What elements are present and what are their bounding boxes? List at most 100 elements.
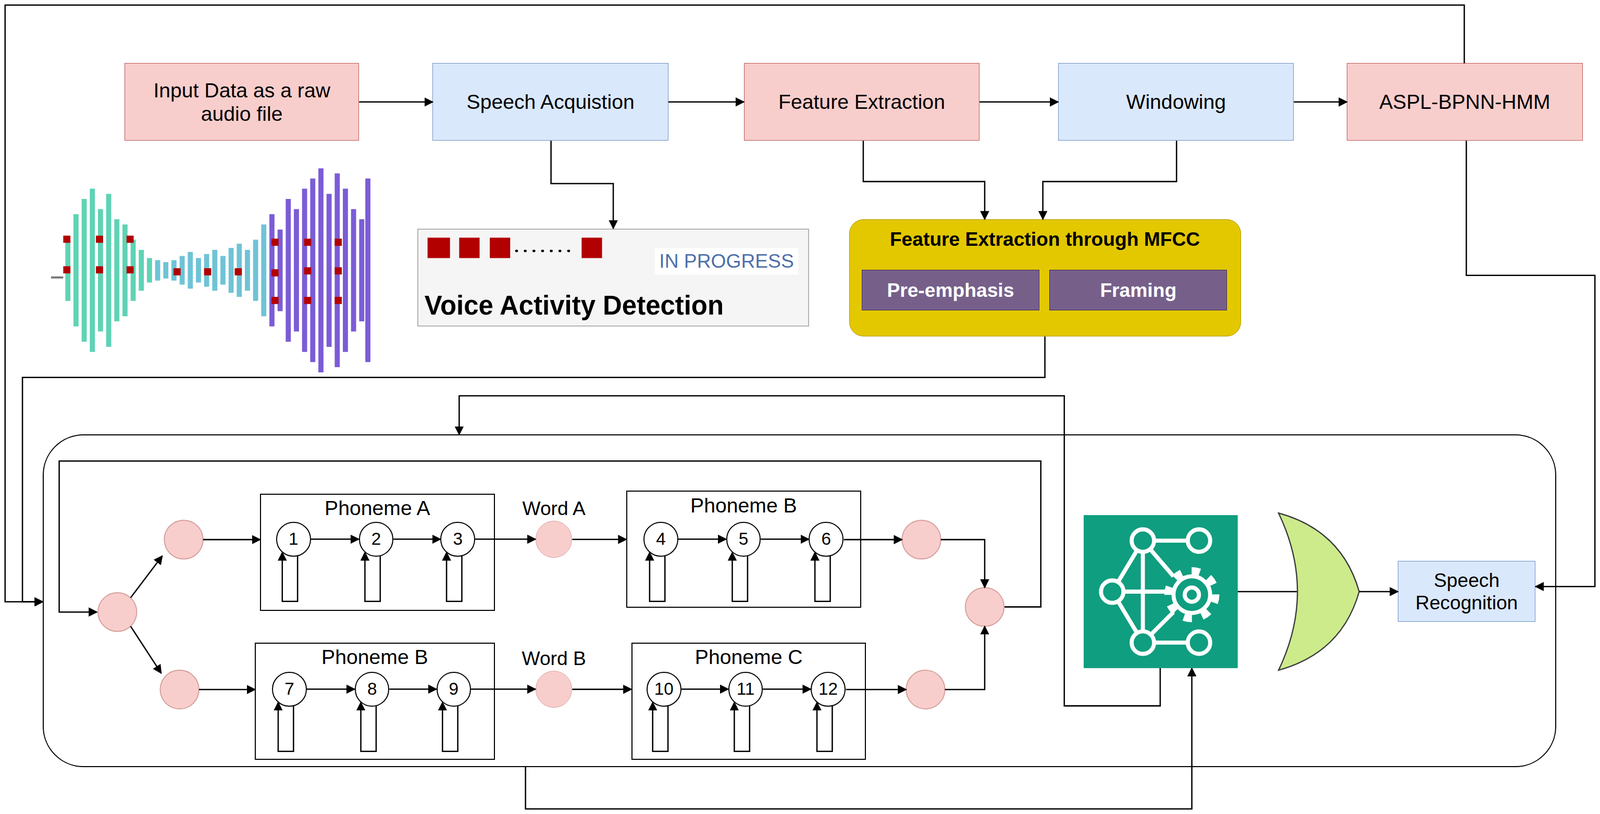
node-label: Speech Recognition bbox=[1404, 569, 1530, 615]
process-box: Speech Acquistion bbox=[432, 63, 668, 141]
junction-circle bbox=[159, 670, 199, 710]
status-panel: IN PROGRESSVoice Activity Detection bbox=[417, 228, 810, 327]
flow-arrow bbox=[389, 688, 437, 691]
state-circle: 5 bbox=[726, 522, 762, 557]
flow-arrow bbox=[734, 702, 750, 752]
state-circle: 2 bbox=[358, 522, 394, 557]
neural-net-unit bbox=[1131, 529, 1155, 553]
progress-block bbox=[489, 237, 511, 258]
node-label: Phoneme A bbox=[324, 496, 430, 520]
junction-circle bbox=[164, 520, 203, 560]
branch-wire bbox=[130, 555, 163, 598]
phoneme-box: Phoneme B789 bbox=[254, 642, 495, 761]
state-circle: 7 bbox=[271, 672, 307, 708]
waveform-bars bbox=[65, 188, 152, 352]
waveform-bars bbox=[155, 224, 267, 317]
waveform-bars bbox=[269, 168, 371, 373]
neural-net-unit bbox=[1187, 631, 1211, 654]
branch-wire bbox=[199, 689, 256, 691]
gear-body bbox=[1173, 576, 1211, 614]
state-circle: 11 bbox=[728, 672, 764, 708]
flow-arrow bbox=[22, 336, 1045, 602]
neural-net-unit bbox=[1131, 631, 1155, 654]
node-label: 9 bbox=[449, 679, 460, 700]
flow-arrow bbox=[1043, 140, 1177, 220]
gear-teeth bbox=[1168, 571, 1216, 619]
waveform-markers bbox=[63, 235, 342, 304]
flow-arrow bbox=[311, 538, 359, 541]
flow-arrow bbox=[278, 702, 294, 752]
feature-group: Feature Extraction through MFCC Pre-empha… bbox=[849, 219, 1242, 337]
merge-wire bbox=[940, 539, 985, 588]
step-box: Pre-emphasis bbox=[861, 269, 1040, 311]
flow-arrow bbox=[652, 702, 668, 752]
progress-block bbox=[427, 237, 451, 258]
process-box: Windowing bbox=[1058, 63, 1294, 141]
step-box: Framing bbox=[1049, 269, 1227, 311]
state-circle: 1 bbox=[276, 522, 312, 557]
branch-wire bbox=[844, 539, 903, 541]
node-label: 11 bbox=[736, 679, 755, 700]
node-label: 12 bbox=[818, 679, 838, 700]
flow-arrow bbox=[678, 538, 727, 541]
branch-wire bbox=[846, 689, 907, 691]
flow-arrow bbox=[470, 688, 536, 691]
node-label: Phoneme B bbox=[690, 493, 798, 518]
node-label: Framing bbox=[1099, 279, 1177, 302]
or-gate-symbol bbox=[1278, 513, 1360, 671]
flow-arrow bbox=[358, 101, 433, 104]
flow-arrow bbox=[668, 101, 744, 104]
flow-arrow bbox=[732, 552, 748, 602]
node-label: 5 bbox=[738, 529, 749, 550]
node-label: Voice Activity Detection bbox=[424, 290, 724, 322]
state-circle: 3 bbox=[440, 522, 476, 557]
node-label: Feature Extraction bbox=[778, 90, 946, 114]
gate-wire bbox=[1359, 591, 1398, 593]
node-label: 3 bbox=[452, 529, 463, 550]
flow-arrow bbox=[364, 552, 380, 602]
node-label: Pre-emphasis bbox=[886, 279, 1014, 302]
word-circle: Word A bbox=[535, 521, 573, 558]
loop-wire bbox=[59, 461, 1041, 613]
branch-wire bbox=[130, 626, 162, 674]
neural-net-unit bbox=[1100, 580, 1124, 603]
flow-arrow bbox=[475, 538, 536, 541]
process-box: Feature Extraction bbox=[743, 63, 980, 141]
progress-dots bbox=[516, 249, 576, 253]
node-label: 6 bbox=[821, 529, 831, 550]
node-label: ASPL-BPNN-HMM bbox=[1379, 90, 1551, 114]
branch-wire bbox=[203, 539, 261, 541]
junction-circle bbox=[901, 520, 941, 560]
flow-arrow bbox=[306, 688, 355, 691]
junction-circle bbox=[965, 587, 1004, 627]
flow-arrow bbox=[1293, 101, 1347, 104]
phoneme-box: Phoneme C101112 bbox=[631, 642, 866, 761]
junction-circle bbox=[906, 670, 945, 710]
node-label: Feature Extraction through MFCC bbox=[889, 228, 1200, 251]
flow-arrow bbox=[863, 140, 985, 220]
node-label: Phoneme B bbox=[321, 645, 429, 669]
model-container: Phoneme A123Word APhoneme B456Phoneme B7… bbox=[42, 434, 1557, 767]
flow-arrow bbox=[572, 688, 632, 691]
node-label: 4 bbox=[655, 529, 666, 550]
flow-arrow bbox=[814, 552, 830, 602]
flow-arrow bbox=[979, 101, 1059, 104]
node-label: 7 bbox=[284, 679, 295, 700]
flow-arrow bbox=[551, 140, 614, 229]
flow-arrow bbox=[442, 702, 458, 752]
state-circle: 12 bbox=[810, 672, 846, 708]
wave-axis bbox=[51, 276, 64, 279]
neural-net-unit bbox=[1187, 529, 1211, 553]
process-box: Input Data as a raw audio file bbox=[124, 63, 359, 141]
phoneme-box: Phoneme B 4 5 6 bbox=[626, 490, 861, 609]
junction-circle bbox=[97, 592, 137, 632]
output-box: Speech Recognition bbox=[1397, 561, 1536, 623]
process-box: ASPL-BPNN-HMM bbox=[1346, 63, 1583, 141]
phoneme-box: Phoneme A 1 2 3 bbox=[259, 493, 495, 612]
flow-arrow bbox=[816, 702, 833, 752]
flow-arrow bbox=[1466, 140, 1595, 587]
progress-block bbox=[459, 237, 480, 258]
